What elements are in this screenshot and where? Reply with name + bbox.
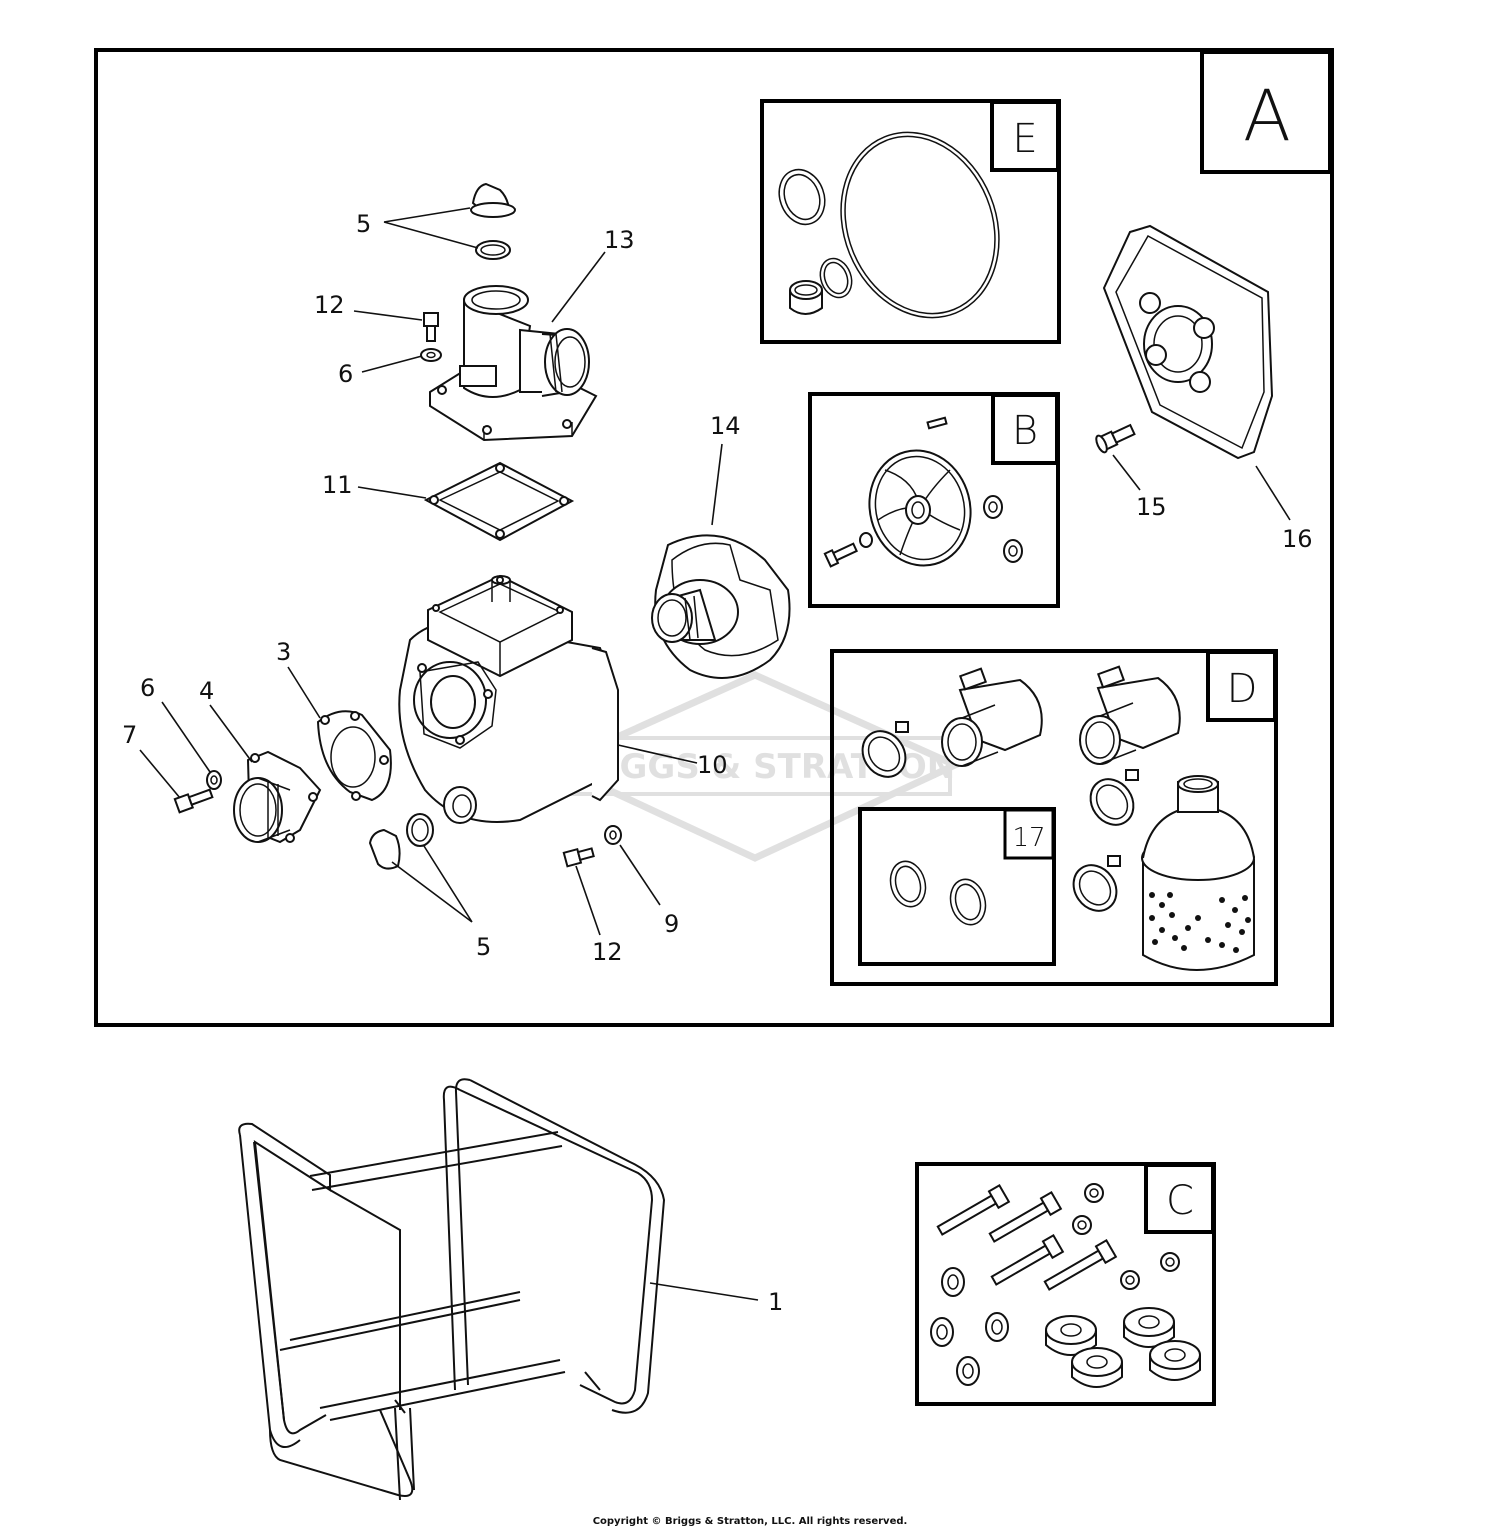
seal-kit-parts bbox=[778, 131, 1000, 319]
box-d-label-frame bbox=[1206, 650, 1277, 722]
callout-14: 14 bbox=[710, 412, 741, 440]
part-16-back-plate bbox=[1102, 224, 1274, 460]
callouts: 5 13 12 6 14 11 15 16 3 6 4 7 10 5 12 9 … bbox=[122, 207, 1313, 1316]
callout-5-top: 5 bbox=[356, 210, 371, 238]
box-e-letter: E bbox=[1012, 116, 1037, 162]
part-11-gasket bbox=[423, 461, 575, 542]
rubber-mount bbox=[1123, 1307, 1175, 1348]
part-10-pump-housing bbox=[398, 574, 619, 824]
box-a-letter: A bbox=[1243, 75, 1291, 157]
assembly-frame-a bbox=[94, 48, 1334, 1027]
hardware-kit-parts bbox=[930, 1183, 1201, 1388]
box-c-label-frame bbox=[1144, 1163, 1215, 1234]
box-a-label-frame bbox=[1200, 50, 1332, 174]
part-4-suction-flange bbox=[233, 750, 322, 844]
box-c-letter: C bbox=[1166, 1178, 1194, 1224]
box-d-letter: D bbox=[1227, 666, 1258, 712]
rubber-mount bbox=[1071, 1347, 1123, 1388]
box-17-label-frame bbox=[1003, 808, 1055, 860]
impeller-kit-parts bbox=[823, 416, 1023, 568]
kit-box-d bbox=[830, 649, 1278, 986]
callout-15: 15 bbox=[1136, 493, 1167, 521]
part-3-gasket bbox=[316, 710, 392, 802]
callout-3: 3 bbox=[276, 638, 291, 666]
copyright-notice: Copyright © Briggs & Stratton, LLC. All … bbox=[592, 1516, 908, 1527]
box-17-seals bbox=[889, 860, 987, 926]
box-17-number: 17 bbox=[1012, 823, 1045, 853]
part-9-washer bbox=[604, 825, 622, 845]
box-b-label-frame bbox=[991, 393, 1059, 465]
kit-box-c bbox=[915, 1162, 1216, 1406]
part-12-bottom-bolt bbox=[562, 847, 595, 868]
callout-12-top: 12 bbox=[314, 291, 345, 319]
callout-13: 13 bbox=[604, 226, 635, 254]
callout-6-left: 6 bbox=[140, 674, 155, 702]
callout-9: 9 bbox=[664, 910, 679, 938]
kit-box-e bbox=[760, 99, 1061, 344]
callout-12-bottom: 12 bbox=[592, 938, 623, 966]
callout-6-top: 6 bbox=[338, 360, 353, 388]
callout-11: 11 bbox=[322, 471, 353, 499]
callout-4: 4 bbox=[199, 677, 214, 705]
part-1-frame bbox=[238, 1078, 666, 1501]
hose-fitting-parts bbox=[861, 665, 1255, 971]
callout-1: 1 bbox=[768, 1288, 783, 1316]
rubber-mount bbox=[1149, 1340, 1201, 1381]
part-15-bolt bbox=[1095, 423, 1136, 454]
part-12-top-bolt bbox=[420, 312, 442, 362]
callout-10: 10 bbox=[697, 751, 728, 779]
kit-box-b bbox=[808, 392, 1060, 608]
callout-16: 16 bbox=[1282, 525, 1313, 553]
part-13-discharge-elbow bbox=[429, 285, 598, 442]
callout-5-bottom: 5 bbox=[476, 933, 491, 961]
part-7-bolt bbox=[173, 788, 214, 814]
part-5-top-cap bbox=[470, 182, 516, 260]
part-5-lower-plug bbox=[368, 813, 434, 870]
part-14-volute bbox=[651, 534, 791, 679]
part-6-washer-left bbox=[206, 770, 222, 790]
callout-7: 7 bbox=[122, 721, 137, 749]
box-e-label-frame bbox=[990, 100, 1060, 172]
box-b-letter: B bbox=[1012, 408, 1038, 454]
rubber-mount bbox=[1045, 1315, 1097, 1356]
